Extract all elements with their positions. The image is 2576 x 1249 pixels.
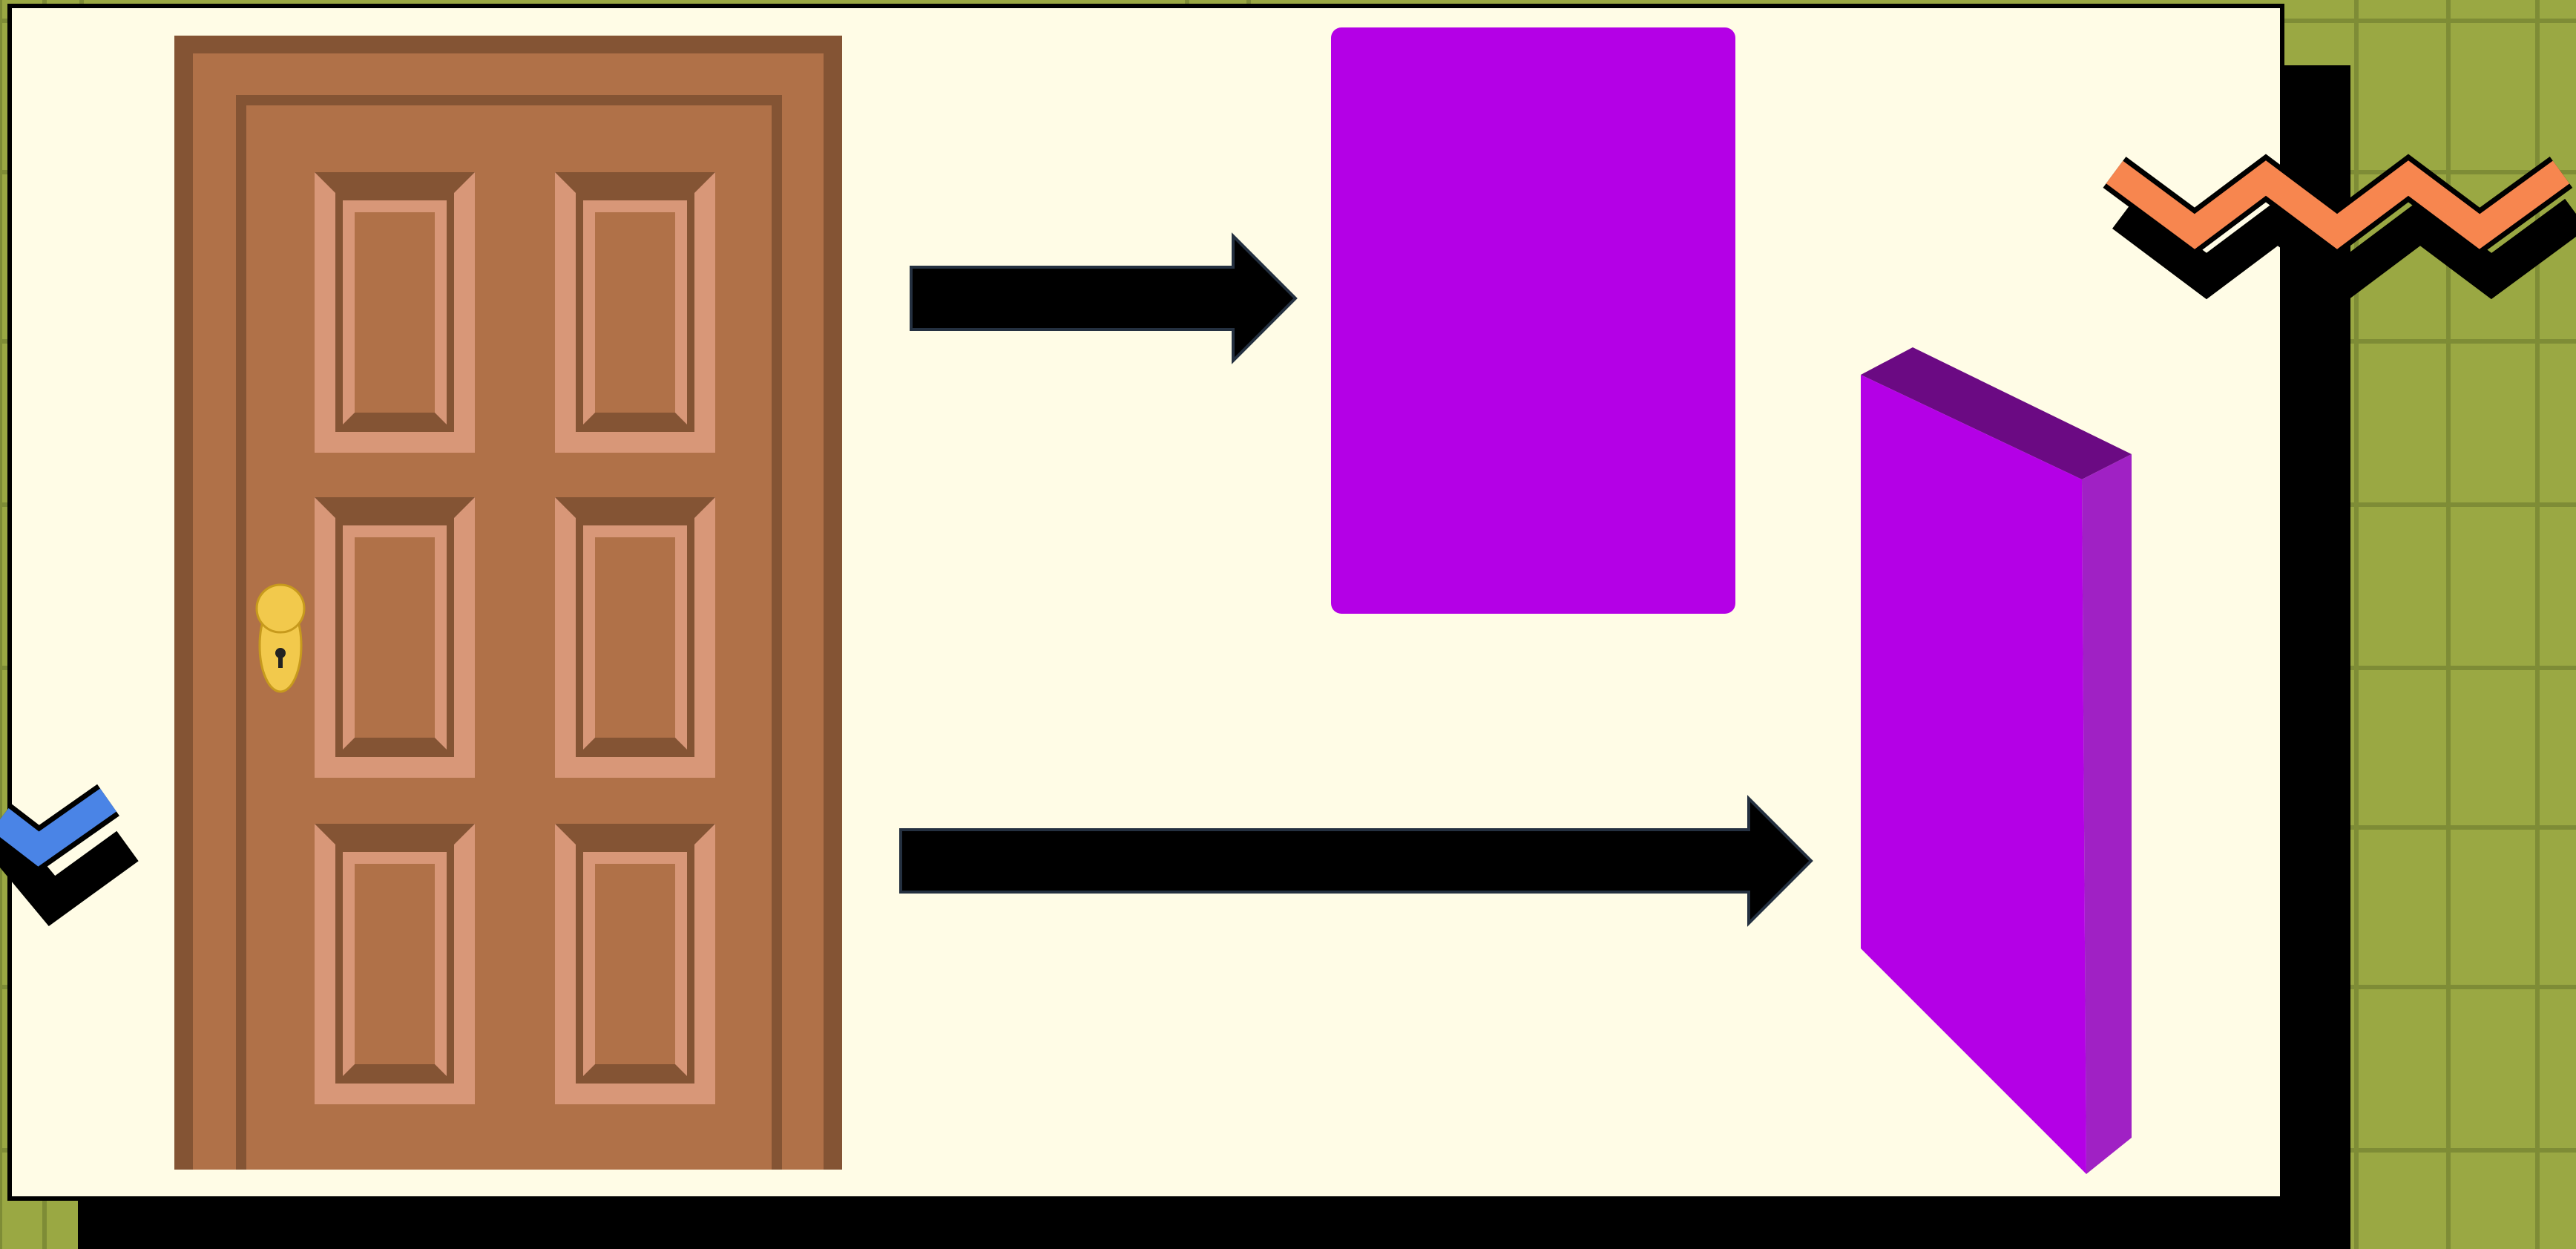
keyhole-slot	[278, 655, 283, 668]
zigzag-orange-shadow	[2112, 198, 2576, 300]
door-panel-face	[595, 212, 675, 413]
door-panel	[315, 824, 475, 1104]
3d-door-side-face	[2082, 454, 2132, 1174]
door-knob	[255, 583, 306, 693]
door-panel-bevel-top	[315, 497, 475, 518]
door-panel-inner-shadow	[583, 413, 687, 424]
door-panel-bevel-top	[555, 497, 715, 518]
3d-door-front-face	[1861, 375, 2086, 1174]
door-panel	[555, 497, 715, 778]
door-panel-inner-shadow	[343, 738, 447, 750]
door-panel-inner-shadow	[343, 1064, 447, 1076]
door-panel-face	[355, 864, 435, 1064]
door-panel	[555, 172, 715, 453]
zigzag-icon-blue	[0, 784, 139, 926]
zigzag-blue-shadow	[0, 826, 139, 926]
door-panels	[315, 172, 715, 1104]
door-panel-face	[355, 537, 435, 738]
door-panel-face	[355, 212, 435, 413]
3d-door-top-face	[1861, 347, 2132, 479]
door-icon	[174, 36, 842, 1170]
right-arrow-icon-bottom	[899, 795, 1813, 927]
door-panel-inner-shadow	[583, 1064, 687, 1076]
keyhole-icon	[275, 648, 286, 658]
door-panel-bevel-top	[315, 824, 475, 845]
door-panel-bevel-top	[555, 824, 715, 845]
right-arrow-icon-top	[910, 232, 1298, 364]
door-panel	[315, 172, 475, 453]
3d-door-shape	[1861, 347, 2132, 1174]
zigzag-blue-fill	[0, 788, 116, 867]
door-panel	[555, 824, 715, 1104]
zigzag-orange-fill	[2106, 160, 2570, 249]
door-panel-inner-shadow	[583, 738, 687, 750]
door-panel-face	[595, 537, 675, 738]
door-panel-inner-shadow	[343, 413, 447, 424]
door-panel-bevel-top	[315, 172, 475, 193]
door-panel-bevel-top	[555, 172, 715, 193]
zigzag-icon-orange	[2103, 154, 2576, 300]
door-panel-face	[595, 864, 675, 1064]
flat-door-shape	[1331, 27, 1735, 614]
door-panel	[315, 497, 475, 778]
knob-ball	[255, 583, 306, 634]
